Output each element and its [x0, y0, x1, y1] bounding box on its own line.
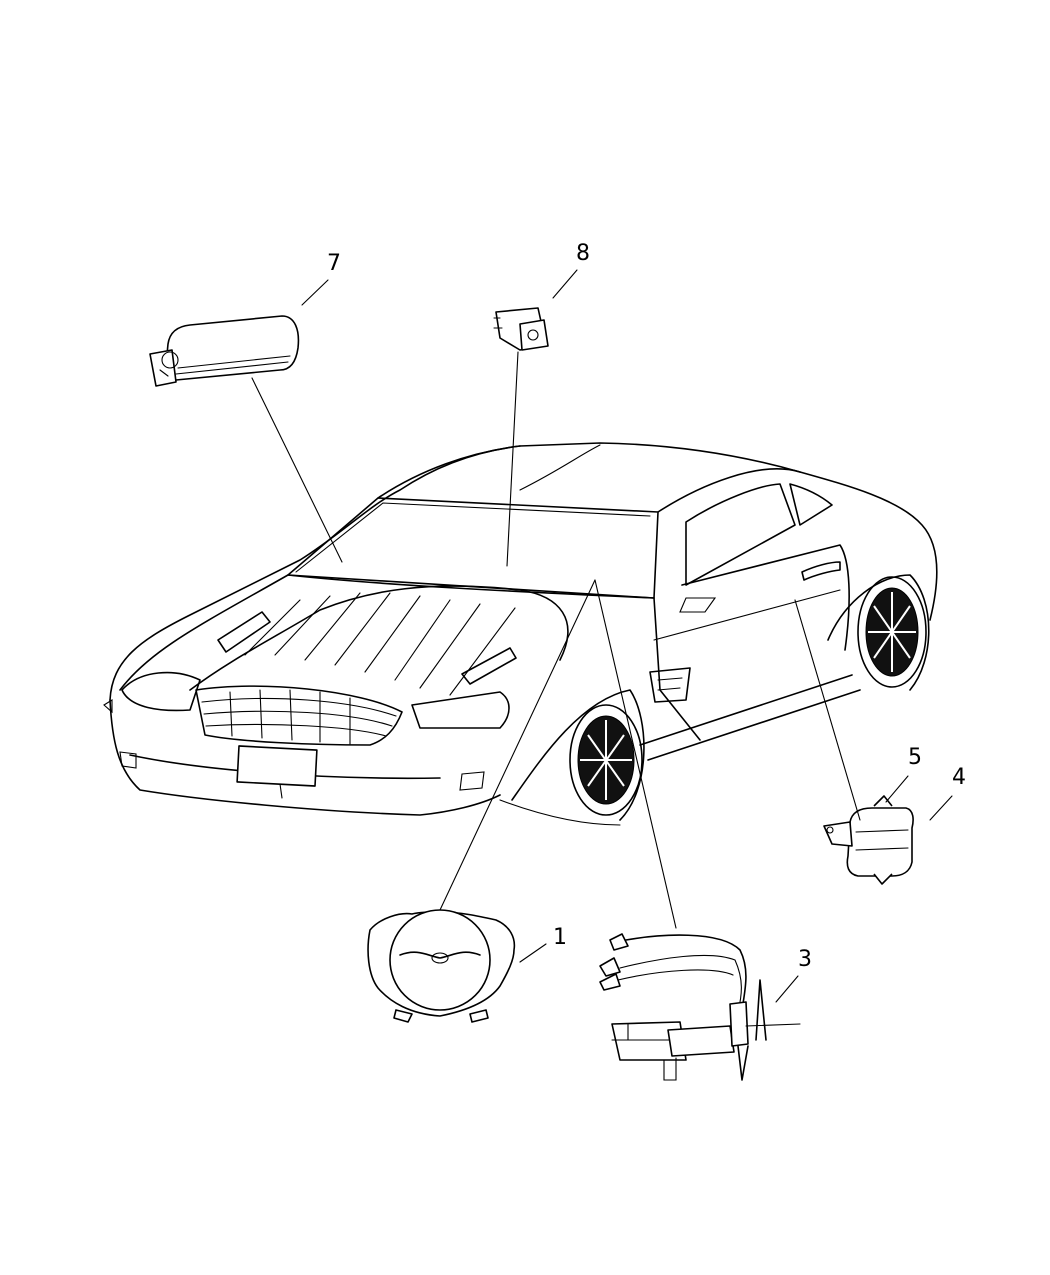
car-illustration: [103, 442, 938, 826]
callout-4: 4: [952, 765, 966, 790]
callout-5: 5: [908, 745, 922, 770]
part-4-5-sensor-bracket: [823, 795, 914, 885]
callout-8: 8: [576, 241, 590, 266]
part-3-harness-assembly: [599, 933, 801, 1081]
callout-labels: 7 8 1 3 5 4: [327, 241, 966, 972]
callout-7: 7: [327, 251, 341, 276]
leader-lines: [251, 269, 953, 1003]
part-1-steering-airbag-cover: [367, 909, 516, 1023]
callout-3: 3: [798, 947, 812, 972]
part-7-airbag-module: [149, 315, 300, 387]
callout-1: 1: [553, 925, 567, 950]
part-8-sensor: [493, 307, 549, 351]
